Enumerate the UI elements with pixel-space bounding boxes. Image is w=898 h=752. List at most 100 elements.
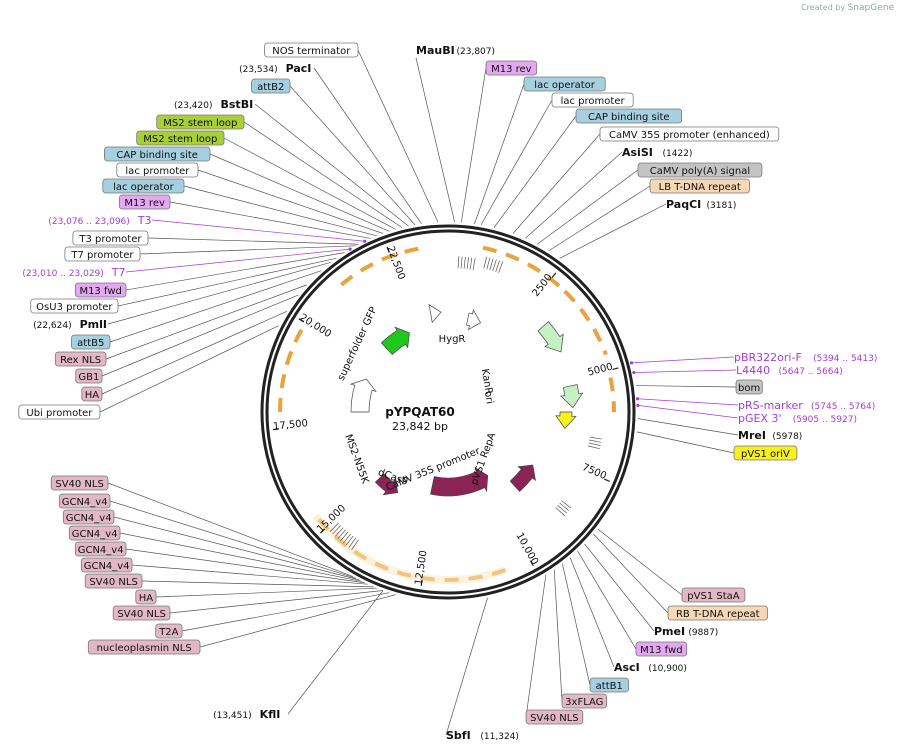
orange-arc: [482, 245, 562, 289]
label-sv40-nls[interactable]: SV40 NLS: [525, 709, 584, 725]
label-ms2-stem-loop[interactable]: MS2 stem loop: [156, 114, 245, 130]
label-t3-promoter[interactable]: T3 promoter: [72, 230, 149, 246]
label-lac-operator[interactable]: lac operator: [102, 178, 185, 194]
small-promoter-arrow: [428, 303, 442, 324]
label-asci[interactable]: AscI(10,900): [614, 661, 687, 674]
label-nucleoplasmin-nls[interactable]: nucleoplasmin NLS: [87, 639, 201, 655]
leader-line: [223, 137, 396, 230]
tick-label: 10,000: [514, 531, 541, 567]
leader-line: [445, 597, 488, 736]
label-paqci[interactable]: PaqCI(3181): [666, 198, 736, 211]
label-kfli[interactable]: KflI(13,451): [213, 708, 280, 721]
label-camv-35s-promoter-enhanced[interactable]: CaMV 35S promoter (enhanced): [599, 126, 780, 142]
label-sv40-nls[interactable]: SV40 NLS: [112, 605, 171, 621]
primer-name: T7: [111, 266, 126, 279]
label-ubi-promoter[interactable]: Ubi promoter: [18, 404, 101, 420]
label-box: [525, 709, 584, 725]
label-gb1[interactable]: GB1: [75, 368, 103, 384]
feature-name: CAP binding site: [588, 112, 670, 123]
label-t3[interactable]: T3(23,076 .. 23,096): [48, 214, 151, 227]
label-gcn4-v4[interactable]: GCN4_v4: [80, 557, 133, 573]
label-prs-marker[interactable]: pRS-marker(5745 .. 5764): [738, 399, 875, 412]
feature-name: attB2: [257, 82, 284, 93]
label-m13-fwd[interactable]: M13 fwd: [635, 641, 688, 657]
primer-site-dot: [348, 247, 352, 251]
feature-name: Ubi promoter: [26, 408, 93, 419]
feature-name: OsU3 promoter: [36, 302, 113, 313]
label-ha[interactable]: HA: [81, 386, 103, 402]
label-ms2-stem-loop[interactable]: MS2 stem loop: [136, 130, 225, 146]
label-pgex-3[interactable]: pGEX 3'(5905 .. 5927): [738, 412, 857, 425]
label-cap-binding-site[interactable]: CAP binding site: [575, 108, 682, 124]
label-gcn4-v4[interactable]: GCN4_v4: [58, 493, 111, 509]
feature-hash: [489, 258, 494, 271]
label-box: [64, 246, 141, 262]
label-pmli[interactable]: PmlI(22,624): [33, 318, 107, 331]
label-3xflag[interactable]: 3xFLAG: [561, 693, 607, 709]
label-pvs1-oriv[interactable]: pVS1 oriV: [733, 445, 798, 461]
label-gcn4-v4[interactable]: GCN4_v4: [62, 509, 115, 525]
leader-line: [553, 569, 563, 702]
label-lac-promoter[interactable]: lac promoter: [551, 92, 634, 108]
leader-line: [125, 248, 351, 273]
label-lb-t-dna-repeat[interactable]: LB T-DNA repeat: [649, 178, 750, 194]
label-sv40-nls[interactable]: SV40 NLS: [84, 573, 143, 589]
label-m13-rev[interactable]: M13 rev: [118, 194, 171, 210]
label-gcn4-v4[interactable]: GCN4_v4: [68, 525, 121, 541]
primer-name: L4440: [736, 364, 770, 377]
label-gcn4-v4[interactable]: GCN4_v4: [74, 541, 127, 557]
enzyme-coordinate: (10,900): [648, 664, 687, 674]
label-asisi[interactable]: AsiSI(1422): [622, 146, 692, 159]
label-camv-poly-a-signal[interactable]: CaMV poly(A) signal: [637, 162, 763, 178]
primer-name: T3: [137, 214, 152, 227]
label-ha[interactable]: HA: [135, 589, 157, 605]
label-cap-binding-site[interactable]: CAP binding site: [104, 146, 211, 162]
label-lac-operator[interactable]: lac operator: [523, 76, 606, 92]
leader-line: [637, 405, 739, 419]
tick-label: 22,500: [384, 245, 406, 282]
label-box: [74, 282, 127, 298]
label-osu3-promoter[interactable]: OsU3 promoter: [30, 298, 119, 314]
feature-hash: [587, 445, 600, 450]
label-mrei[interactable]: MreI(5978): [738, 429, 802, 442]
leader-line: [101, 310, 288, 395]
label-maubi[interactable]: MauBI(23,807): [416, 44, 495, 57]
label-bstbi[interactable]: BstBI(23,420): [174, 98, 253, 111]
enzyme-coordinate: (9887): [688, 628, 718, 638]
label-rex-nls[interactable]: Rex NLS: [54, 351, 107, 367]
feature-hash: [348, 537, 357, 548]
feature-hash: [588, 442, 601, 446]
label-bom[interactable]: bom: [735, 379, 763, 395]
label-paci[interactable]: PacI(23,534): [239, 62, 311, 75]
label-m13-rev[interactable]: M13 rev: [485, 60, 538, 76]
label-pbr322ori-f[interactable]: pBR322ori-F(5394 .. 5413): [734, 351, 877, 364]
label-m13-fwd[interactable]: M13 fwd: [74, 282, 127, 298]
label-rb-t-dna-repeat[interactable]: RB T-DNA repeat: [667, 605, 768, 621]
label-pvs1-staa[interactable]: pVS1 StaA: [681, 587, 746, 603]
feature-name: MS2 stem loop: [163, 118, 237, 129]
label-l4440[interactable]: L4440(5647 .. 5664): [736, 364, 843, 377]
label-attb1[interactable]: attB1: [589, 677, 629, 693]
label-t2a[interactable]: T2A: [155, 623, 183, 639]
label-lac-promoter[interactable]: lac promoter: [116, 162, 199, 178]
plasmid-backbone: [260, 224, 636, 600]
tick-mark: [529, 560, 534, 567]
leader-line: [460, 67, 487, 223]
label-box: [80, 557, 133, 573]
label-t7[interactable]: T7(23,010 .. 23,029): [22, 266, 125, 279]
leader-line: [101, 294, 299, 377]
label-t7-promoter[interactable]: T7 promoter: [64, 246, 141, 262]
label-sv40-nls[interactable]: SV40 NLS: [50, 475, 109, 491]
feature-name: attB5: [77, 338, 104, 349]
label-box: [575, 108, 682, 124]
label-attb5[interactable]: attB5: [71, 334, 111, 350]
label-attb2[interactable]: attB2: [251, 78, 291, 94]
label-sbfi[interactable]: SbfI(11,324): [446, 729, 519, 742]
label-box: [635, 641, 688, 657]
label-nos-terminator[interactable]: NOS terminator: [264, 42, 359, 58]
label-box: [74, 541, 127, 557]
feature-name: M13 rev: [124, 198, 165, 209]
label-pmei[interactable]: PmeI(9887): [654, 625, 718, 638]
leader-line: [117, 257, 337, 307]
